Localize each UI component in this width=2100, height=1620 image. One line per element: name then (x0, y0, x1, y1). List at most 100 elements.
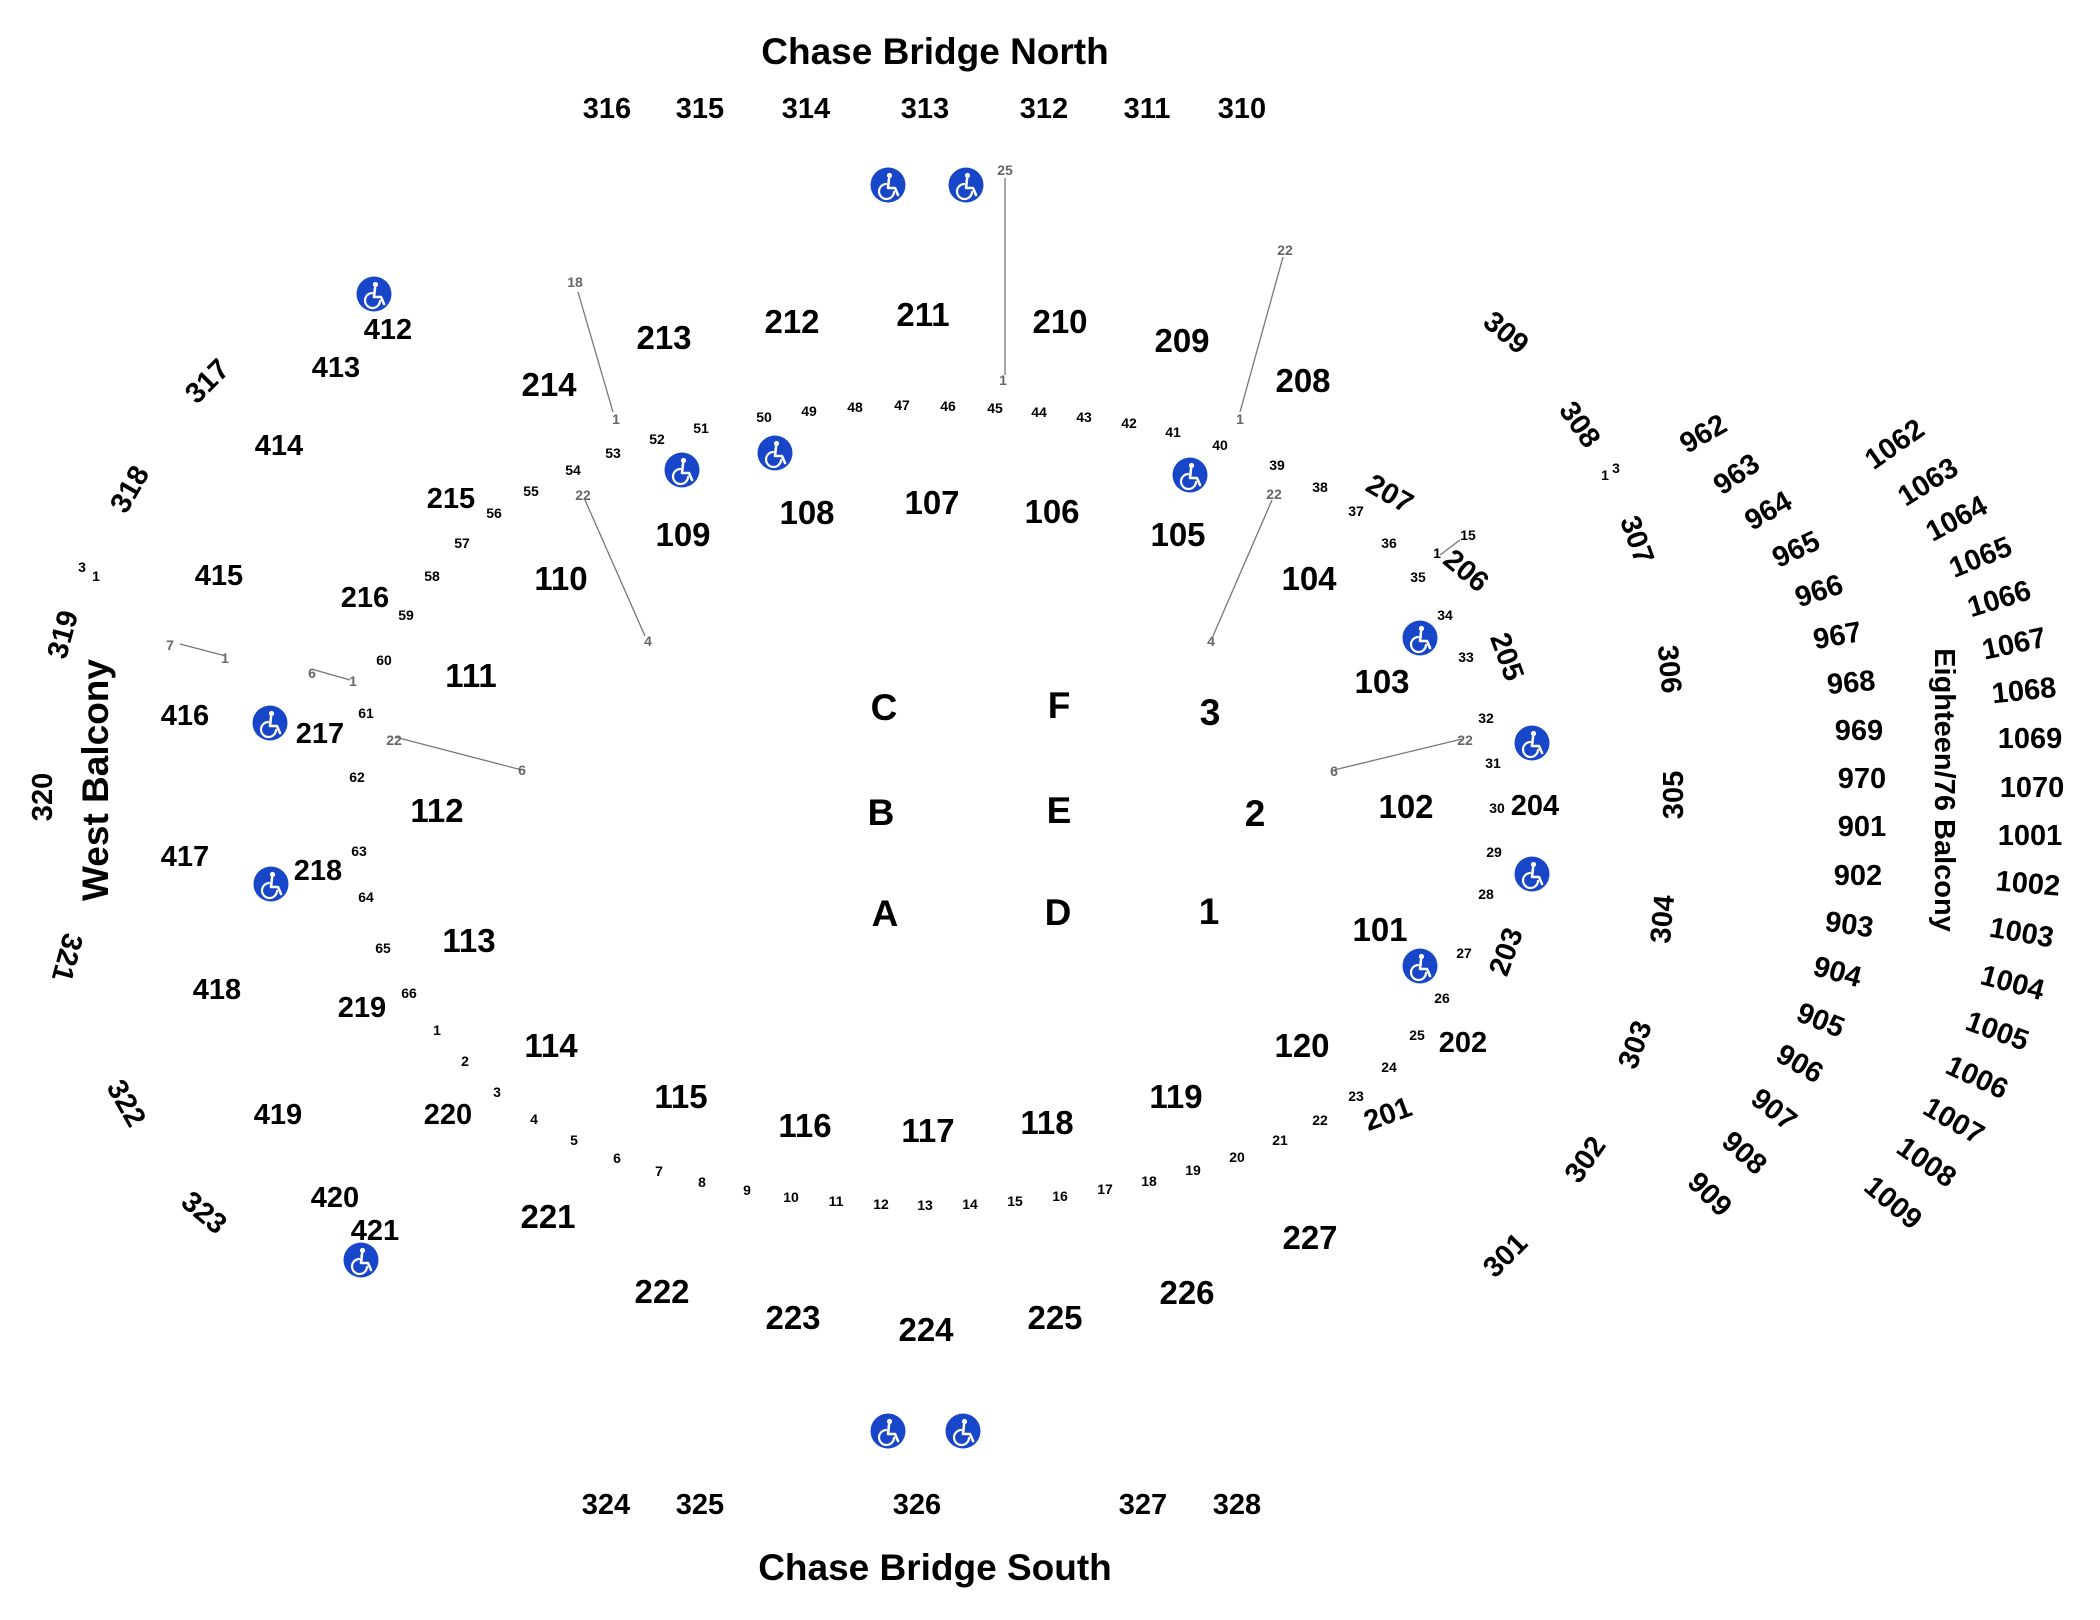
wheelchair-icon[interactable] (869, 1412, 907, 1450)
section-313[interactable]: 313 (901, 93, 949, 125)
section-301[interactable]: 301 (1477, 1227, 1534, 1284)
floor-block-3[interactable]: 3 (1200, 692, 1221, 733)
section-326[interactable]: 326 (893, 1489, 941, 1521)
section-325[interactable]: 325 (676, 1489, 724, 1521)
section-320[interactable]: 320 (27, 773, 59, 821)
section-969[interactable]: 969 (1835, 715, 1883, 747)
section-316[interactable]: 316 (583, 93, 631, 125)
section-418[interactable]: 418 (193, 974, 241, 1006)
wheelchair-icon[interactable] (1171, 456, 1209, 494)
wheelchair-icon[interactable] (663, 451, 701, 489)
wheelchair-icon[interactable] (947, 166, 985, 204)
section-208[interactable]: 208 (1275, 362, 1330, 399)
section-327[interactable]: 327 (1119, 1489, 1167, 1521)
section-902[interactable]: 902 (1834, 860, 1882, 892)
section-306[interactable]: 306 (1651, 644, 1687, 695)
section-210[interactable]: 210 (1032, 303, 1087, 340)
section-113[interactable]: 113 (442, 922, 495, 959)
section-1007[interactable]: 1007 (1918, 1091, 1990, 1151)
section-1066[interactable]: 1066 (1964, 575, 2035, 624)
section-303[interactable]: 303 (1612, 1017, 1659, 1073)
section-903[interactable]: 903 (1823, 906, 1875, 944)
section-964[interactable]: 964 (1740, 485, 1798, 537)
wheelchair-icon[interactable] (252, 865, 290, 903)
section-1009[interactable]: 1009 (1858, 1170, 1928, 1236)
section-111[interactable]: 111 (445, 657, 496, 694)
section-324[interactable]: 324 (582, 1489, 630, 1521)
section-202[interactable]: 202 (1439, 1027, 1487, 1059)
wheelchair-icon[interactable] (1401, 947, 1439, 985)
section-311[interactable]: 311 (1124, 93, 1171, 125)
section-420[interactable]: 420 (311, 1182, 359, 1214)
section-206[interactable]: 206 (1437, 543, 1495, 599)
floor-block-a[interactable]: A (872, 893, 899, 934)
section-906[interactable]: 906 (1771, 1038, 1829, 1090)
floor-block-c[interactable]: C (871, 687, 898, 728)
section-314[interactable]: 314 (782, 93, 830, 125)
section-218[interactable]: 218 (294, 855, 342, 887)
section-414[interactable]: 414 (255, 430, 303, 462)
section-1070[interactable]: 1070 (2000, 772, 2065, 804)
section-322[interactable]: 322 (100, 1075, 152, 1133)
section-108[interactable]: 108 (779, 494, 834, 531)
section-220[interactable]: 220 (424, 1099, 472, 1131)
section-205[interactable]: 205 (1483, 629, 1530, 685)
section-413[interactable]: 413 (312, 352, 360, 384)
section-965[interactable]: 965 (1768, 525, 1825, 574)
section-1002[interactable]: 1002 (1994, 865, 2061, 903)
section-104[interactable]: 104 (1281, 560, 1337, 597)
wheelchair-icon[interactable] (944, 1412, 982, 1450)
section-209[interactable]: 209 (1154, 322, 1209, 359)
section-215[interactable]: 215 (427, 483, 475, 515)
section-211[interactable]: 211 (896, 296, 949, 333)
section-309[interactable]: 309 (1477, 305, 1535, 361)
floor-block-f[interactable]: F (1048, 685, 1071, 726)
section-305[interactable]: 305 (1658, 771, 1690, 819)
section-203[interactable]: 203 (1483, 924, 1530, 980)
section-967[interactable]: 967 (1811, 616, 1864, 656)
section-328[interactable]: 328 (1213, 1489, 1261, 1521)
section-412[interactable]: 412 (364, 314, 412, 346)
section-1003[interactable]: 1003 (1987, 912, 2056, 955)
section-307[interactable]: 307 (1613, 512, 1660, 568)
section-415[interactable]: 415 (195, 560, 243, 592)
section-112[interactable]: 112 (410, 792, 463, 829)
section-1062[interactable]: 1062 (1859, 413, 1930, 476)
section-1068[interactable]: 1068 (1990, 672, 2058, 711)
section-1005[interactable]: 1005 (1961, 1005, 2033, 1057)
section-908[interactable]: 908 (1715, 1125, 1772, 1181)
section-120[interactable]: 120 (1274, 1027, 1329, 1064)
floor-block-2[interactable]: 2 (1245, 793, 1266, 834)
section-217[interactable]: 217 (296, 718, 344, 750)
section-904[interactable]: 904 (1810, 951, 1865, 994)
section-225[interactable]: 225 (1027, 1299, 1082, 1336)
section-212[interactable]: 212 (764, 303, 819, 340)
section-1065[interactable]: 1065 (1945, 531, 2017, 585)
floor-block-d[interactable]: D (1045, 892, 1072, 933)
section-1069[interactable]: 1069 (1998, 723, 2063, 755)
section-970[interactable]: 970 (1838, 763, 1886, 795)
section-216[interactable]: 216 (341, 582, 389, 614)
section-102[interactable]: 102 (1378, 788, 1433, 825)
floor-block-1[interactable]: 1 (1199, 891, 1220, 932)
section-227[interactable]: 227 (1282, 1219, 1337, 1256)
wheelchair-icon[interactable] (251, 704, 289, 742)
section-224[interactable]: 224 (898, 1311, 954, 1348)
section-419[interactable]: 419 (254, 1099, 302, 1131)
section-909[interactable]: 909 (1681, 1166, 1738, 1223)
section-214[interactable]: 214 (521, 366, 577, 403)
section-118[interactable]: 118 (1020, 1104, 1073, 1141)
floor-block-b[interactable]: B (868, 792, 895, 833)
section-114[interactable]: 114 (524, 1027, 578, 1064)
section-115[interactable]: 115 (654, 1078, 707, 1115)
section-312[interactable]: 312 (1020, 93, 1068, 125)
wheelchair-icon[interactable] (869, 166, 907, 204)
section-968[interactable]: 968 (1826, 665, 1877, 701)
section-321[interactable]: 321 (45, 930, 88, 985)
section-966[interactable]: 966 (1791, 569, 1847, 614)
section-317[interactable]: 317 (179, 353, 236, 410)
section-207[interactable]: 207 (1361, 468, 1419, 520)
section-106[interactable]: 106 (1024, 493, 1079, 530)
section-310[interactable]: 310 (1218, 93, 1266, 125)
section-1001[interactable]: 1001 (1998, 820, 2063, 852)
